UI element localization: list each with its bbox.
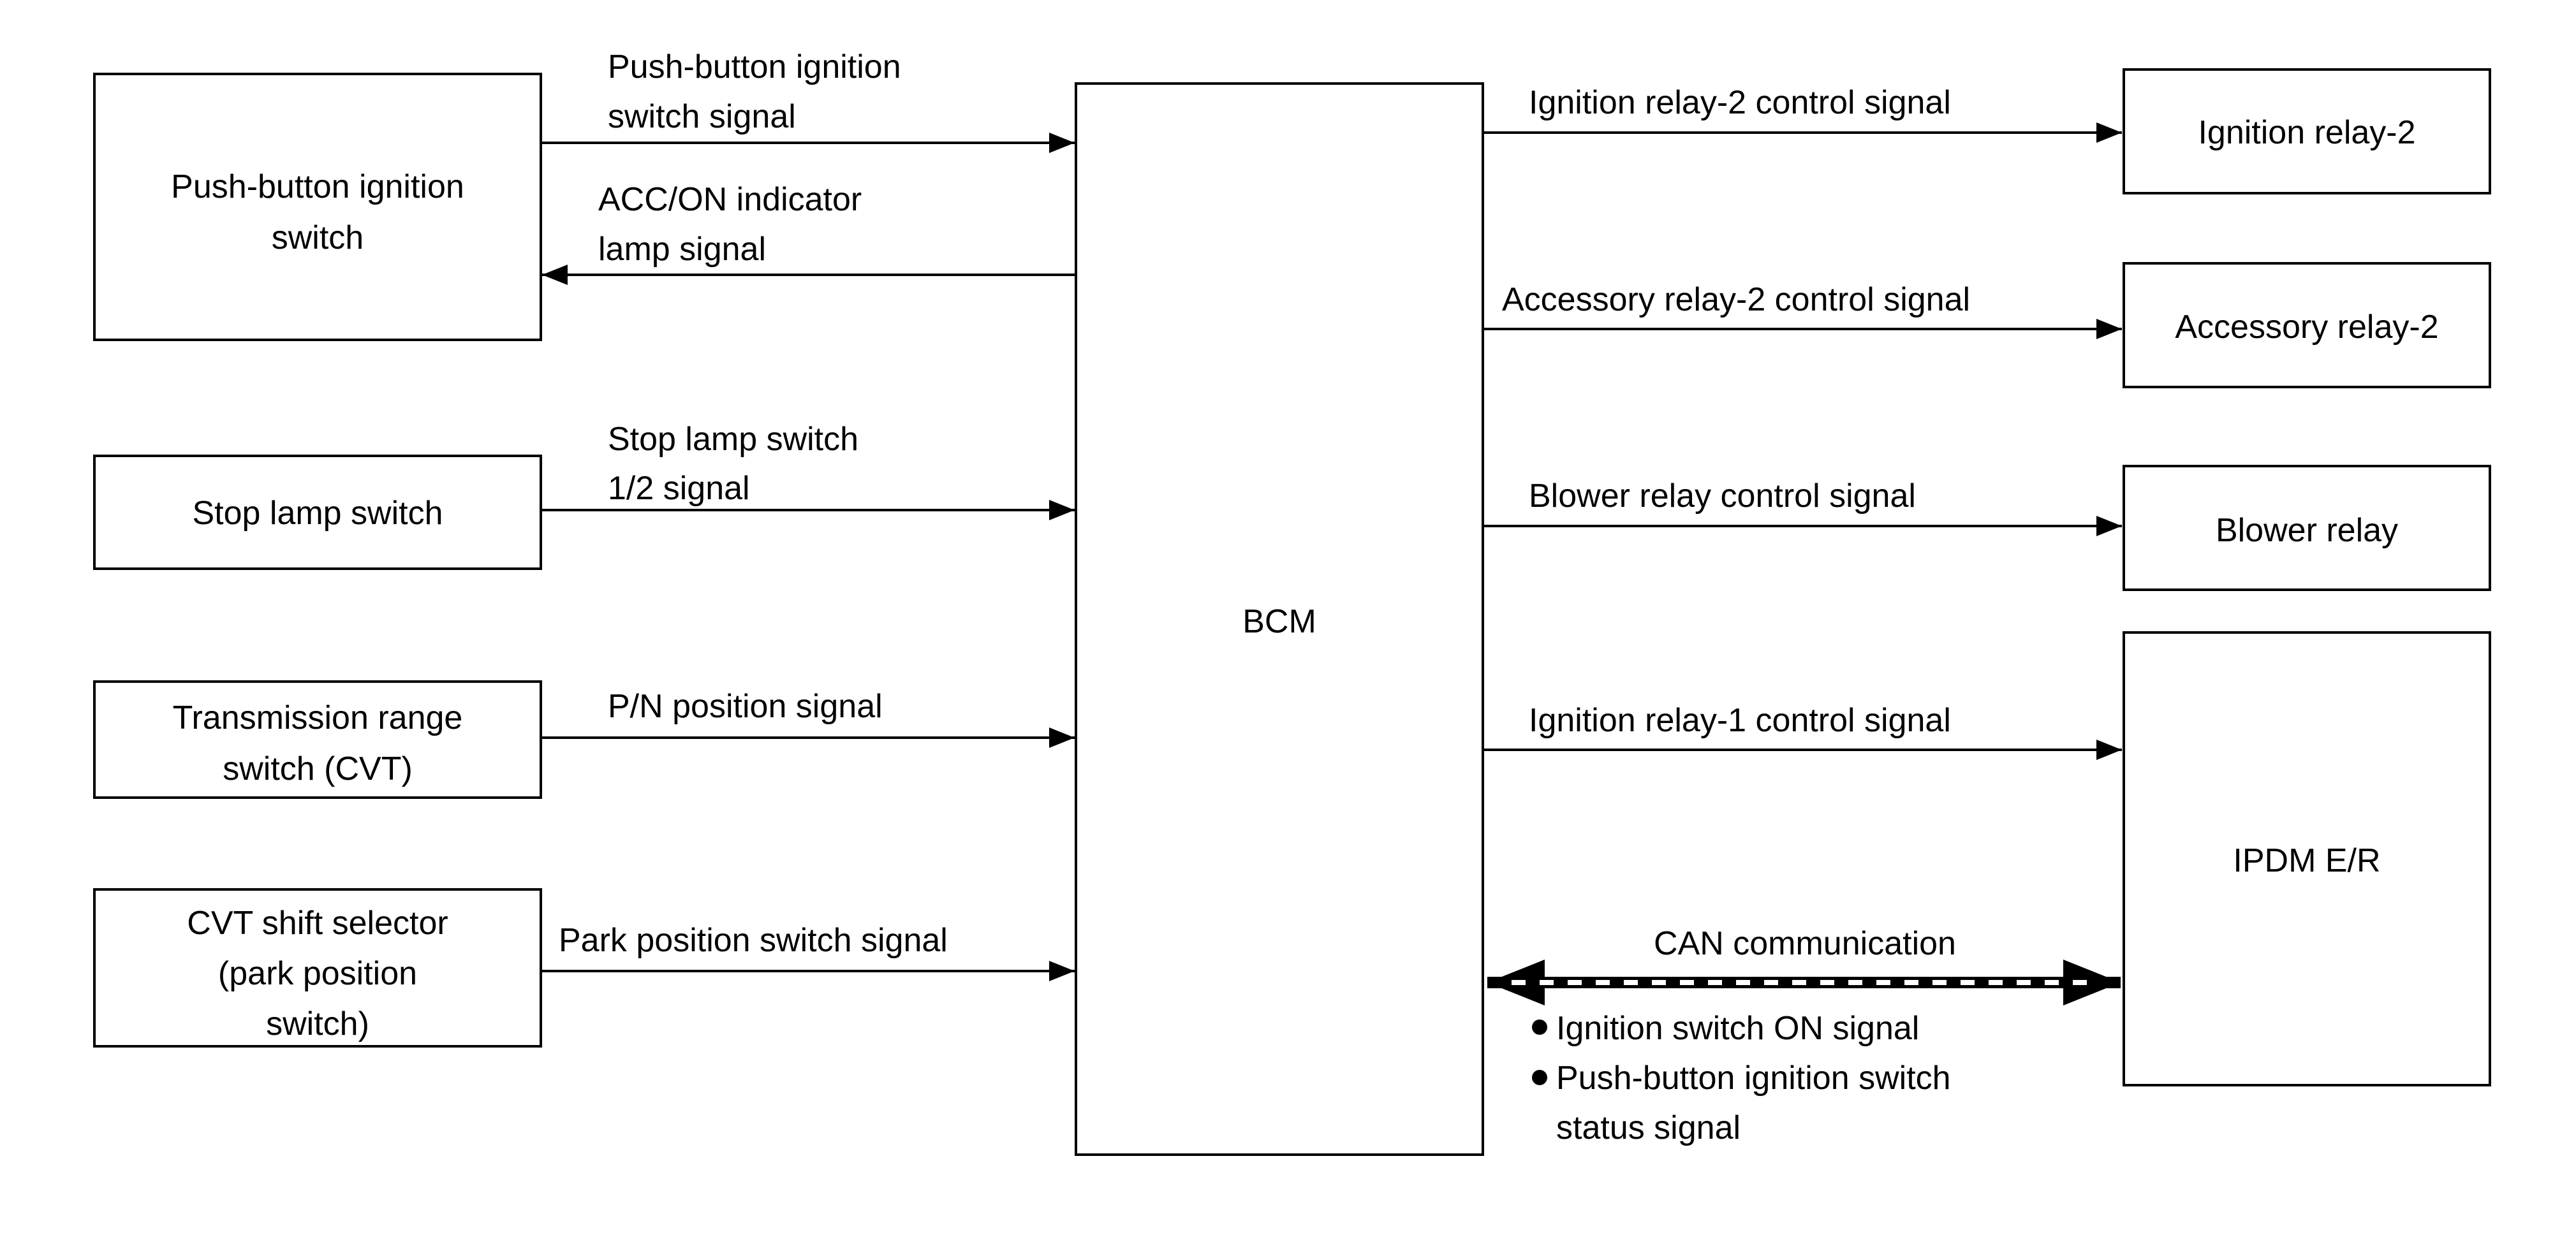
push-button-ignition-switch-block: Push-button ignition switch bbox=[93, 73, 542, 341]
stop-lamp-switch-label: Stop lamp switch bbox=[192, 495, 443, 532]
acc-relay-2-control-arrow: Accessory relay-2 control signal bbox=[1484, 281, 2122, 339]
can-signal-item: Push-button ignition switch status signa… bbox=[1532, 1060, 1951, 1146]
ipdm-er-block: IPDM E/R bbox=[2123, 631, 2491, 1086]
transmission-range-switch-block: Transmission range switch (CVT) bbox=[93, 680, 542, 799]
stop-lamp-signal-label-1: Stop lamp switch bbox=[608, 421, 858, 458]
bullet-icon bbox=[1532, 1070, 1547, 1085]
stop-lamp-switch-block: Stop lamp switch bbox=[93, 455, 542, 570]
ipdm-er-label: IPDM E/R bbox=[2233, 842, 2380, 879]
bcm-block: BCM bbox=[1075, 82, 1484, 1156]
ign-relay-2-control-label: Ignition relay-2 control signal bbox=[1529, 84, 1951, 121]
ign-relay-2-control-arrow: Ignition relay-2 control signal bbox=[1484, 84, 2122, 143]
can-communication-bus: CAN communication bbox=[1487, 925, 2121, 1005]
pn-position-arrow: P/N position signal bbox=[542, 688, 1075, 748]
ignition-relay-2-label: Ignition relay-2 bbox=[2198, 114, 2415, 151]
pn-position-label: P/N position signal bbox=[608, 688, 883, 725]
blower-relay-label: Blower relay bbox=[2216, 512, 2398, 549]
stop-lamp-signal-label-2: 1/2 signal bbox=[608, 470, 750, 507]
accessory-relay-2-block: Accessory relay-2 bbox=[2123, 262, 2491, 388]
bullet-icon bbox=[1532, 1019, 1547, 1035]
push-button-signal-arrow: Push-button ignition switch signal bbox=[542, 48, 1075, 153]
can-signal-item: Ignition switch ON signal bbox=[1532, 1010, 1919, 1047]
acc-on-indicator-arrow: ACC/ON indicator lamp signal bbox=[542, 181, 1075, 285]
can-signal-item-label: Push-button ignition switch bbox=[1556, 1060, 1951, 1097]
cvt-shift-selector-block: CVT shift selector (park position switch… bbox=[93, 888, 542, 1048]
ignition-relay-2-block: Ignition relay-2 bbox=[2123, 68, 2491, 194]
ign-relay-1-control-arrow: Ignition relay-1 control signal bbox=[1484, 702, 2122, 760]
acc-on-indicator-label-2: lamp signal bbox=[598, 231, 766, 268]
ign-relay-1-control-label: Ignition relay-1 control signal bbox=[1529, 702, 1951, 739]
park-position-label: Park position switch signal bbox=[559, 922, 948, 959]
acc-relay-2-control-label: Accessory relay-2 control signal bbox=[1502, 281, 1970, 318]
transmission-range-switch-label-1: Transmission range bbox=[173, 699, 463, 736]
cvt-shift-selector-label-2: (park position bbox=[218, 955, 417, 992]
can-communication-label: CAN communication bbox=[1654, 925, 1956, 962]
transmission-range-switch-label-2: switch (CVT) bbox=[223, 750, 413, 787]
stop-lamp-signal-arrow: Stop lamp switch 1/2 signal bbox=[542, 421, 1075, 520]
push-button-ignition-switch-label-1: Push-button ignition bbox=[171, 168, 464, 205]
blower-relay-block: Blower relay bbox=[2123, 465, 2491, 591]
cvt-shift-selector-label-3: switch) bbox=[266, 1005, 369, 1042]
cvt-shift-selector-label-1: CVT shift selector bbox=[187, 905, 448, 942]
push-button-signal-label-1: Push-button ignition bbox=[608, 48, 901, 85]
push-button-ignition-switch-label-2: switch bbox=[272, 219, 364, 256]
accessory-relay-2-label: Accessory relay-2 bbox=[2175, 309, 2438, 346]
push-button-signal-label-2: switch signal bbox=[608, 98, 796, 135]
blower-relay-control-arrow: Blower relay control signal bbox=[1484, 478, 2122, 536]
acc-on-indicator-label-1: ACC/ON indicator bbox=[598, 181, 862, 218]
blower-relay-control-label: Blower relay control signal bbox=[1529, 478, 1916, 515]
can-signal-item-label: Ignition switch ON signal bbox=[1556, 1010, 1919, 1047]
can-signal-item-label: status signal bbox=[1556, 1109, 1741, 1146]
bcm-label: BCM bbox=[1242, 603, 1316, 640]
park-position-arrow: Park position switch signal bbox=[542, 922, 1075, 981]
can-signal-list: Ignition switch ON signal Push-button ig… bbox=[1532, 1010, 1951, 1146]
